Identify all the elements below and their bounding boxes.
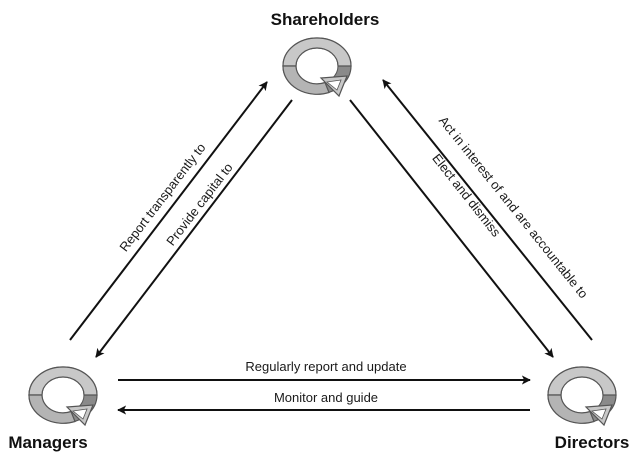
label-regularly-report: Regularly report and update	[245, 359, 406, 374]
label-act-in-interest: Act in interest of and are accountable t…	[436, 113, 591, 301]
directors-title: Directors	[555, 433, 630, 452]
directors-cycle-icon	[547, 366, 617, 426]
arrow-managers-to-shareholders	[69, 81, 268, 341]
managers-cycle-icon	[28, 366, 98, 426]
label-monitor-and-guide: Monitor and guide	[274, 390, 378, 405]
managers-title: Managers	[8, 433, 87, 452]
arrow-shareholders-to-directors	[349, 99, 554, 358]
arrow-directors-to-shareholders	[382, 79, 593, 341]
arrow-shareholders-to-managers	[95, 99, 293, 358]
shareholders-cycle-icon	[282, 37, 352, 97]
shareholders-title: Shareholders	[271, 10, 380, 29]
label-elect-and-dismiss: Elect and dismiss	[429, 151, 504, 240]
